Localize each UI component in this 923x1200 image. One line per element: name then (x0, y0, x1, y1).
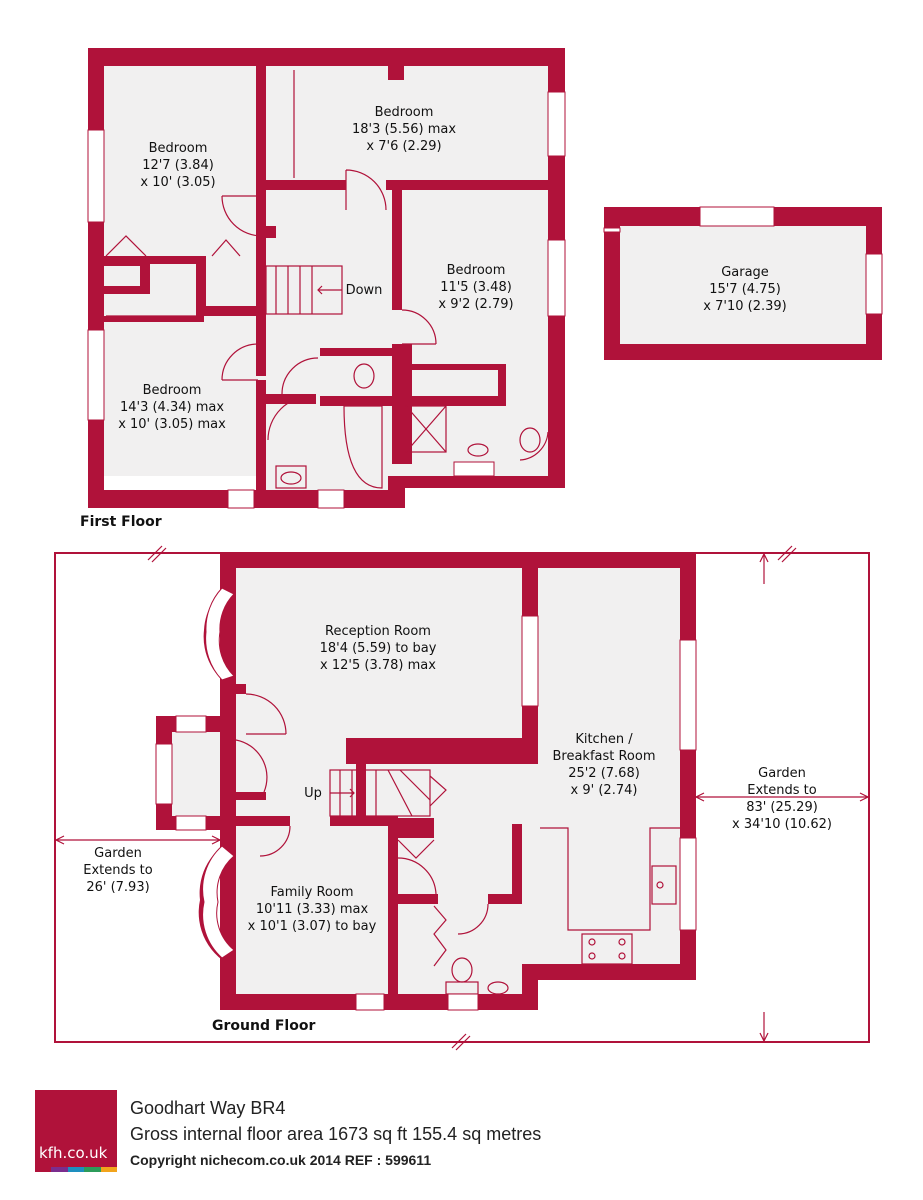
ground-floor-stairs (329, 769, 447, 817)
garage-dim2: x 7'10 (2.39) (703, 299, 786, 314)
garden-right-l2: Extends to (747, 783, 816, 798)
garden-left-l1: Garden (94, 846, 142, 861)
garden-left-l3: 26' (7.93) (86, 880, 149, 895)
first-floor-stairs (265, 265, 343, 315)
bedroom4-dim2: x 10' (3.05) max (118, 417, 226, 432)
property-address: Goodhart Way BR4 (130, 1098, 286, 1118)
kitchen-dim1: 25'2 (7.68) (568, 766, 640, 781)
footer: kfh.co.uk Goodhart Way BR4 Gross interna… (35, 1090, 895, 1180)
ground-floor-plan: Reception Room 18'4 (5.59) to bay x 12'5… (54, 545, 870, 1051)
reception-dim2: x 12'5 (3.78) max (320, 658, 436, 673)
ground-floor-stairs-label: Up (304, 786, 322, 801)
garden-arrows (54, 545, 870, 1051)
bedroom2-dim2: x 7'6 (2.29) (366, 139, 441, 154)
first-floor-plan: Bedroom 12'7 (3.84) x 10' (3.05) Bedroom… (87, 48, 566, 509)
ground-floor-label: Ground Floor (212, 1018, 315, 1034)
first-floor-stairs-label: Down (346, 283, 383, 298)
garden-right-l1: Garden (758, 766, 806, 781)
logo-text: kfh.co.uk (39, 1144, 108, 1162)
garage-name: Garage (721, 265, 769, 280)
garage-dim1: 15'7 (4.75) (709, 282, 781, 297)
logo-color-bar (35, 1167, 118, 1172)
bedroom3-dim2: x 9'2 (2.79) (438, 297, 513, 312)
garden-right-l4: x 34'10 (10.62) (732, 817, 832, 832)
garage-walls (604, 207, 882, 360)
garden-left-l2: Extends to (83, 863, 152, 878)
kitchen-name2: Breakfast Room (552, 749, 655, 764)
bedroom1-name: Bedroom (149, 141, 208, 156)
family-dim2: x 10'1 (3.07) to bay (248, 919, 377, 934)
kitchen-name1: Kitchen / (575, 732, 633, 747)
reception-dim1: 18'4 (5.59) to bay (320, 641, 437, 656)
reception-name: Reception Room (325, 624, 431, 639)
bedroom3-dim1: 11'5 (3.48) (440, 280, 512, 295)
copyright-ref: Copyright nichecom.co.uk 2014 REF : 5996… (130, 1152, 432, 1168)
bedroom4-dim1: 14'3 (4.34) max (120, 400, 224, 415)
ground-floor-outer-walls (220, 553, 696, 1010)
kfh-logo: kfh.co.uk (35, 1090, 118, 1172)
floor-plan: Bedroom 12'7 (3.84) x 10' (3.05) Bedroom… (54, 48, 883, 1051)
kitchen-dim2: x 9' (2.74) (571, 783, 638, 798)
first-floor-label: First Floor (80, 514, 162, 530)
garage-plan: Garage 15'7 (4.75) x 7'10 (2.39) (603, 206, 883, 360)
family-dim1: 10'11 (3.33) max (256, 902, 369, 917)
bedroom1-dim2: x 10' (3.05) (140, 175, 215, 190)
floor-area: Gross internal floor area 1673 sq ft 155… (130, 1124, 542, 1144)
bedroom3-name: Bedroom (447, 263, 506, 278)
family-name: Family Room (271, 885, 354, 900)
garden-right-l3: 83' (25.29) (746, 800, 818, 815)
bedroom1-dim1: 12'7 (3.84) (142, 158, 214, 173)
bedroom2-name: Bedroom (375, 105, 434, 120)
bedroom2-dim1: 18'3 (5.56) max (352, 122, 456, 137)
bedroom4-name: Bedroom (143, 383, 202, 398)
